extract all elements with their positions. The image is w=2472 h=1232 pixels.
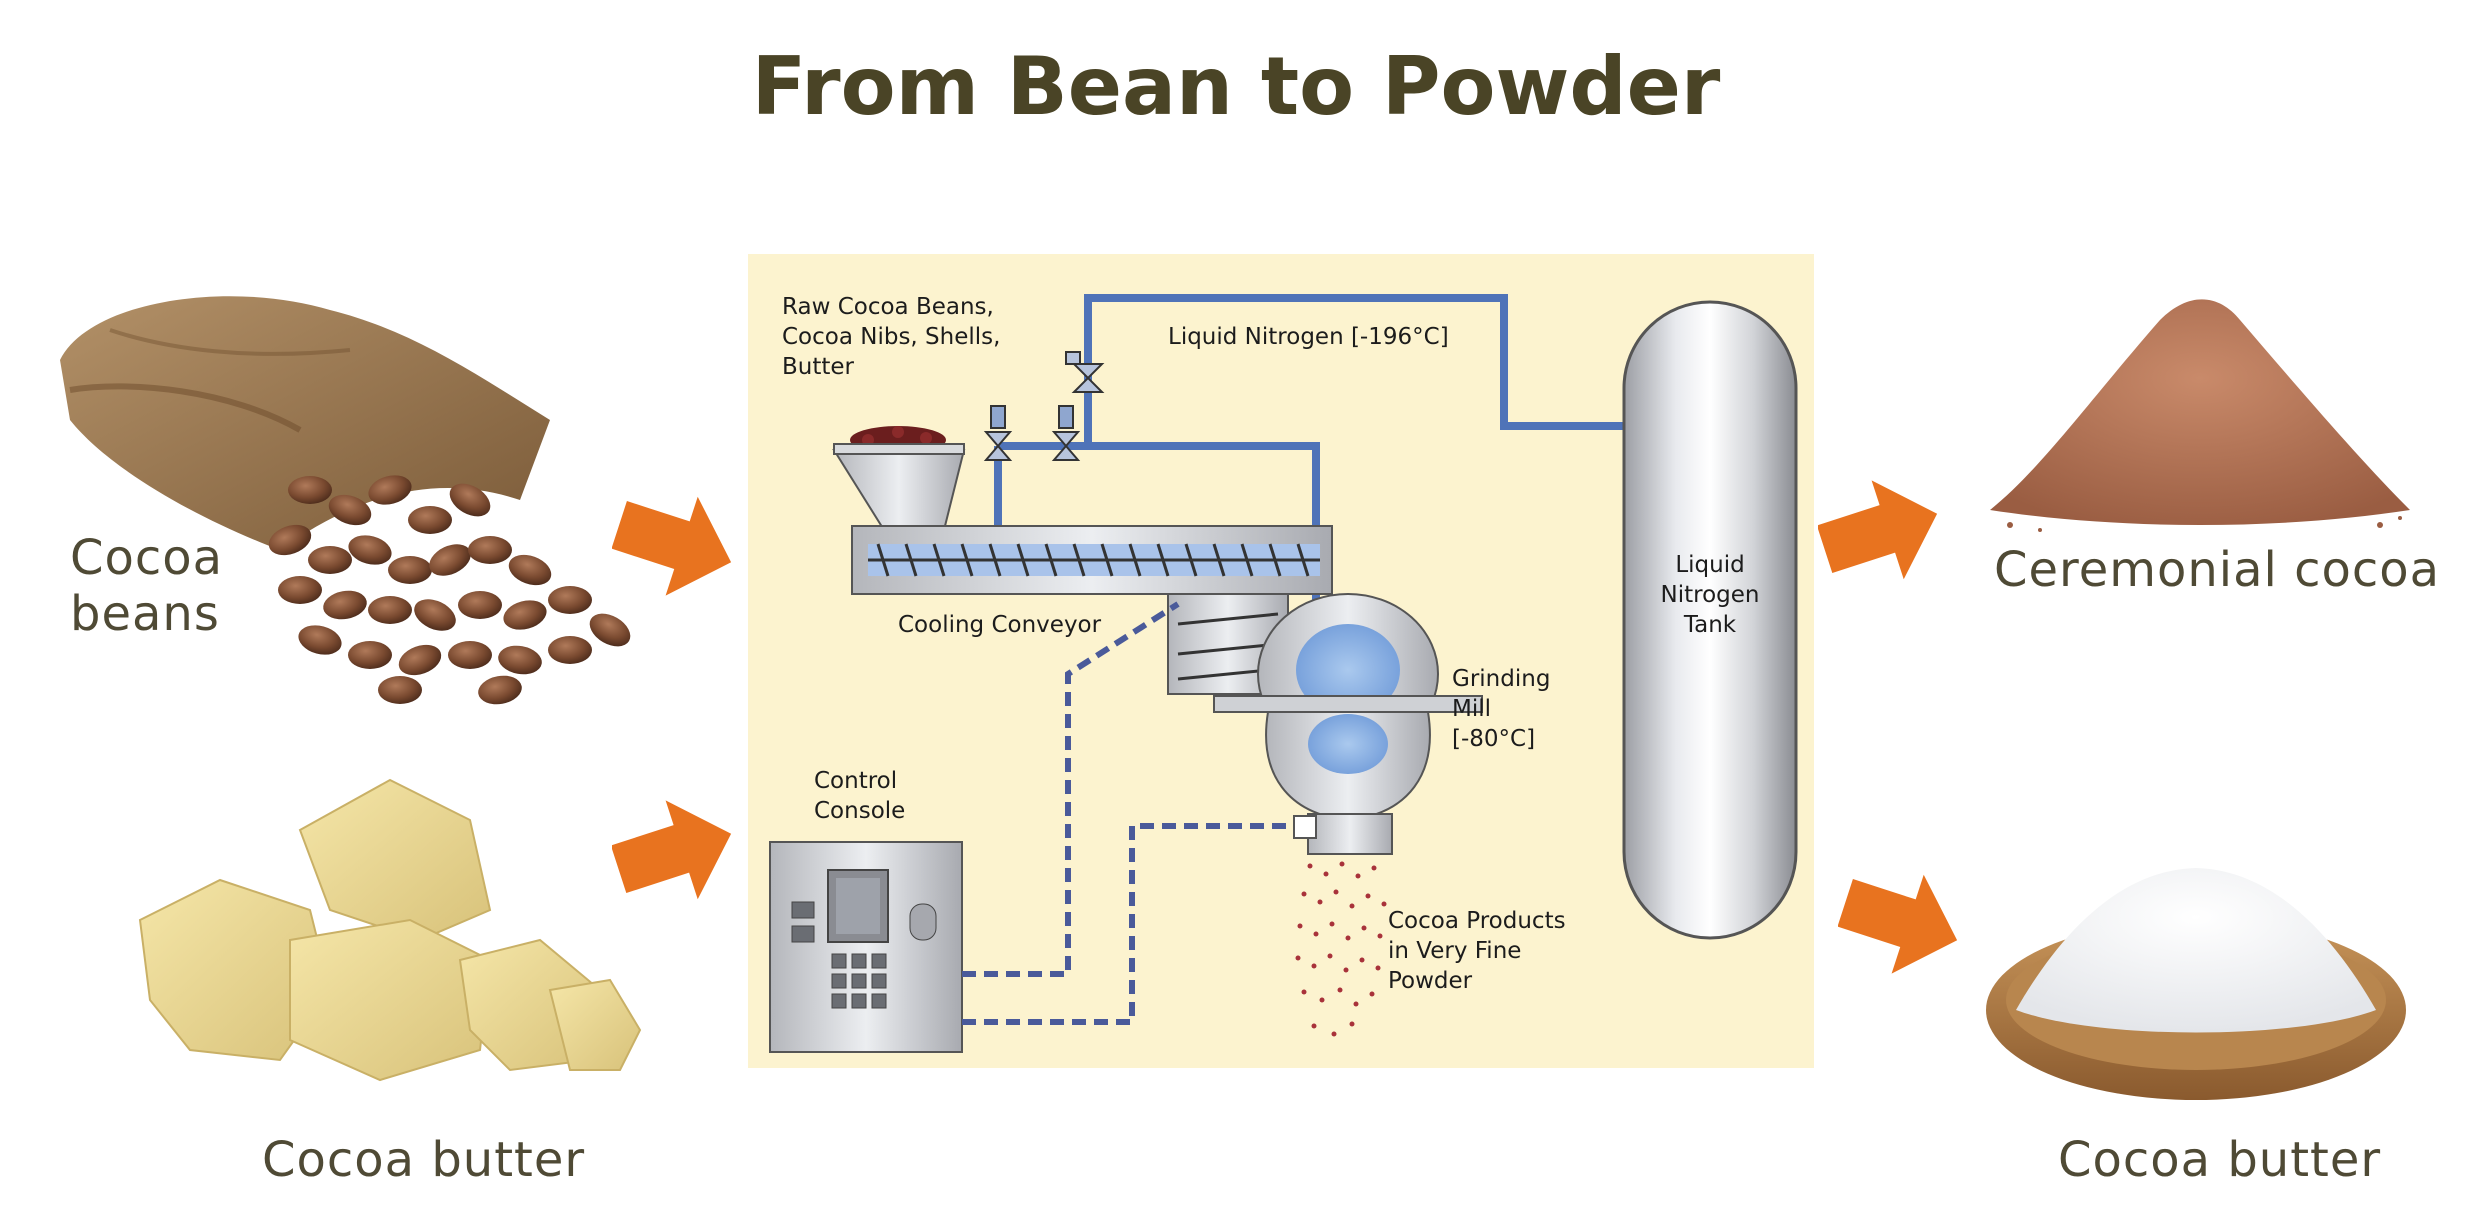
raw-materials-label: Raw Cocoa Beans, Cocoa Nibs, Shells, But…: [782, 294, 1001, 380]
arrow-beans-to-process-icon: [612, 496, 732, 596]
grinding-mill-label: Grinding Mill [-80°C]: [1452, 666, 1551, 752]
control-console-label: Control Console: [814, 768, 906, 824]
arrow-process-to-ceremonial-icon: [1818, 480, 1938, 580]
tank-label: Liquid Nitrogen Tank: [1660, 552, 1760, 638]
cocoa-butter-powder-bowl-photo: [1986, 868, 2406, 1100]
ceremonial-cocoa-caption: Ceremonial cocoa: [1994, 542, 2441, 598]
ceremonial-cocoa-powder-photo: [1990, 299, 2410, 532]
arrow-butter-to-process-icon: [612, 800, 732, 900]
liquid-nitrogen-label: Liquid Nitrogen [-196°C]: [1168, 324, 1449, 350]
valve-top-icon[interactable]: [1065, 351, 1105, 393]
cocoa-beans-caption: Cocoa beans: [70, 530, 224, 642]
fine-powder-label: Cocoa Products in Very Fine Powder: [1388, 908, 1566, 994]
cocoa-butter-output-caption: Cocoa butter: [2058, 1132, 2382, 1188]
grinding-mill: [1213, 593, 1483, 855]
cooling-conveyor: [851, 525, 1333, 595]
control-signal-lines: [962, 601, 1294, 1025]
process-schematic: [769, 294, 1798, 1053]
cocoa-butter-chunks-photo: [138, 778, 642, 1082]
liquid-nitrogen-tank: [1622, 300, 1798, 940]
page-title: From Bean to Powder: [751, 40, 1721, 133]
arrow-process-to-butter-icon: [1838, 874, 1958, 974]
control-console[interactable]: [769, 841, 963, 1053]
hopper: [832, 426, 966, 531]
cocoa-beans-photo: [60, 296, 631, 705]
process-diagram: Raw Cocoa Beans, Cocoa Nibs, Shells, But…: [748, 254, 1814, 1068]
cooling-conveyor-label: Cooling Conveyor: [898, 612, 1102, 638]
valve-right-icon[interactable]: [1051, 405, 1081, 461]
fine-powder-stream: [1295, 861, 1387, 1037]
cocoa-butter-input-caption: Cocoa butter: [262, 1132, 586, 1188]
valve-left-icon[interactable]: [983, 405, 1013, 461]
